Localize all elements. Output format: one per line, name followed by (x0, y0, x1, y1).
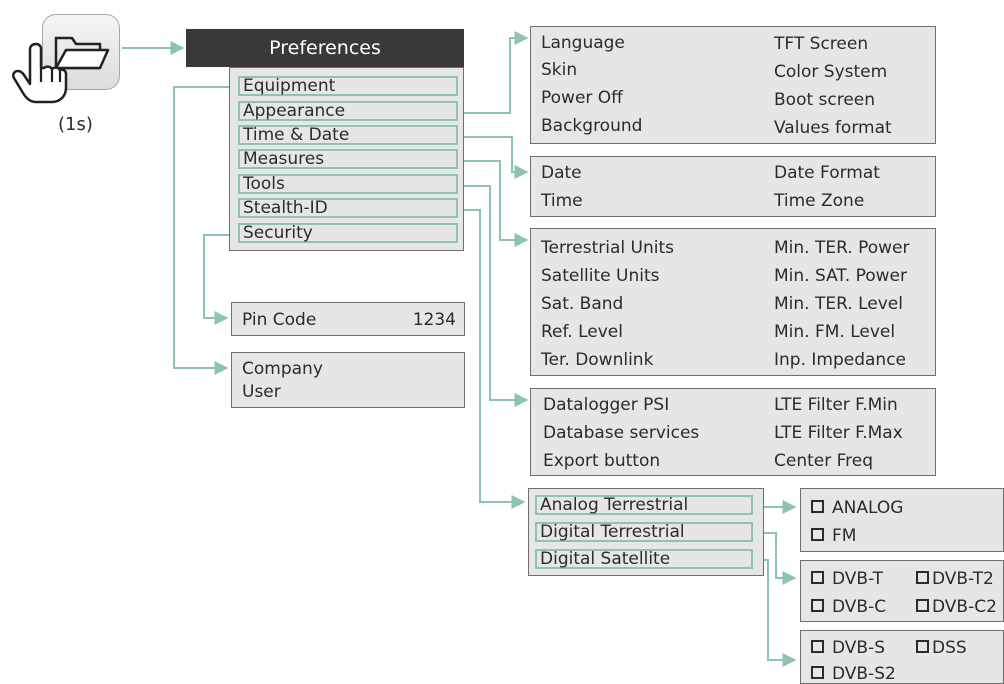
option-fm[interactable]: FM (811, 526, 856, 546)
checkbox-icon (811, 527, 824, 541)
equipment-company: Company (242, 359, 323, 379)
checkbox-icon (916, 639, 929, 653)
pin-code-label: Pin Code (242, 310, 317, 330)
stealth-analog-terrestrial[interactable]: Analog Terrestrial (535, 495, 753, 515)
appearance-tft-screen: TFT Screen (774, 34, 869, 54)
option-dvb-c-label: DVB-C (832, 597, 887, 617)
appearance-language: Language (541, 33, 625, 53)
tools-datalogger-psi: Datalogger PSI (543, 395, 670, 415)
time-date-date: Date (541, 163, 582, 183)
option-analog[interactable]: ANALOG (811, 498, 903, 518)
checkbox-icon (916, 570, 929, 584)
preferences-title: Preferences (186, 29, 464, 67)
security-panel: Pin Code 1234 (231, 302, 465, 336)
option-dss-label: DSS (932, 638, 967, 658)
measures-min-sat-power: Min. SAT. Power (774, 266, 907, 286)
tools-export-button: Export button (543, 451, 661, 471)
tools-lte-filter-fmax: LTE Filter F.Max (774, 423, 903, 443)
equipment-panel: Company User (231, 352, 465, 408)
measures-ref-level: Ref. Level (541, 322, 623, 342)
time-date-panel: Date Time Date Format Time Zone (530, 156, 936, 217)
checkbox-icon (811, 499, 824, 513)
appearance-values-format: Values format (774, 118, 892, 138)
option-dvb-s2-label: DVB-S2 (832, 664, 896, 684)
checkbox-icon (811, 598, 824, 612)
hand-pointer-icon (11, 42, 68, 104)
checkbox-icon (916, 598, 929, 612)
measures-inp-impedance: Inp. Impedance (774, 350, 906, 370)
option-dvb-s[interactable]: DVB-S (811, 638, 885, 658)
option-dss[interactable]: DSS (916, 638, 967, 658)
menu-item-measures[interactable]: Measures (238, 149, 458, 169)
menu-item-tools[interactable]: Tools (238, 174, 458, 194)
menu-item-security[interactable]: Security (238, 223, 458, 243)
measures-min-ter-power: Min. TER. Power (774, 238, 910, 258)
option-analog-label: ANALOG (832, 498, 904, 518)
checkbox-icon (811, 639, 824, 653)
menu-item-equipment[interactable]: Equipment (238, 76, 458, 96)
option-dvb-t-label: DVB-T (832, 569, 884, 589)
option-dvb-c[interactable]: DVB-C (811, 597, 886, 617)
tools-database-services: Database services (543, 423, 700, 443)
measures-min-fm-level: Min. FM. Level (774, 322, 896, 342)
menu-item-appearance[interactable]: Appearance (238, 101, 458, 121)
equipment-user: User (242, 382, 281, 402)
option-dvb-t2[interactable]: DVB-T2 (916, 569, 994, 589)
appearance-background: Background (541, 116, 643, 136)
option-dvb-s-label: DVB-S (832, 638, 886, 658)
stealth-digital-terrestrial[interactable]: Digital Terrestrial (535, 522, 753, 542)
time-date-time: Time (541, 191, 583, 211)
appearance-panel: Language Skin Power Off Background TFT S… (530, 26, 936, 144)
time-date-time-zone: Time Zone (774, 191, 865, 211)
option-dvb-t2-label: DVB-T2 (932, 569, 994, 589)
time-date-date-format: Date Format (774, 163, 880, 183)
appearance-skin: Skin (541, 60, 578, 80)
menu-item-time-date[interactable]: Time & Date (238, 125, 458, 145)
stealth-digital-satellite[interactable]: Digital Satellite (535, 549, 753, 569)
option-dvb-t[interactable]: DVB-T (811, 569, 883, 589)
option-dvb-s2[interactable]: DVB-S2 (811, 664, 896, 684)
measures-terrestrial-units: Terrestrial Units (541, 238, 674, 258)
digital-satellite-options-panel: DVB-S DSS DVB-S2 (800, 630, 1004, 684)
option-dvb-c2[interactable]: DVB-C2 (916, 597, 997, 617)
measures-satellite-units: Satellite Units (541, 266, 660, 286)
menu-item-stealth-id[interactable]: Stealth-ID (238, 198, 458, 218)
option-dvb-c2-label: DVB-C2 (932, 597, 997, 617)
measures-ter-downlink: Ter. Downlink (541, 350, 654, 370)
checkbox-icon (811, 665, 824, 679)
measures-min-ter-level: Min. TER. Level (774, 294, 903, 314)
tools-center-freq: Center Freq (774, 451, 874, 471)
measures-sat-band: Sat. Band (541, 294, 624, 314)
option-fm-label: FM (832, 526, 857, 546)
tools-panel: Datalogger PSI Database services Export … (530, 388, 936, 476)
tools-lte-filter-fmin: LTE Filter F.Min (774, 395, 898, 415)
appearance-boot-screen: Boot screen (774, 90, 876, 110)
measures-panel: Terrestrial Units Satellite Units Sat. B… (530, 228, 936, 376)
pin-code-value: 1234 (412, 310, 456, 330)
checkbox-icon (811, 570, 824, 584)
digital-terrestrial-options-panel: DVB-T DVB-T2 DVB-C DVB-C2 (800, 560, 1004, 622)
stealth-id-panel: Analog Terrestrial Digital Terrestrial D… (528, 488, 764, 576)
appearance-power-off: Power Off (541, 88, 623, 108)
analog-options-panel: ANALOG FM (800, 488, 1004, 552)
preferences-menu: Equipment Appearance Time & Date Measure… (229, 67, 464, 251)
hold-duration-label: (1s) (58, 114, 93, 135)
appearance-color-system: Color System (774, 62, 888, 82)
